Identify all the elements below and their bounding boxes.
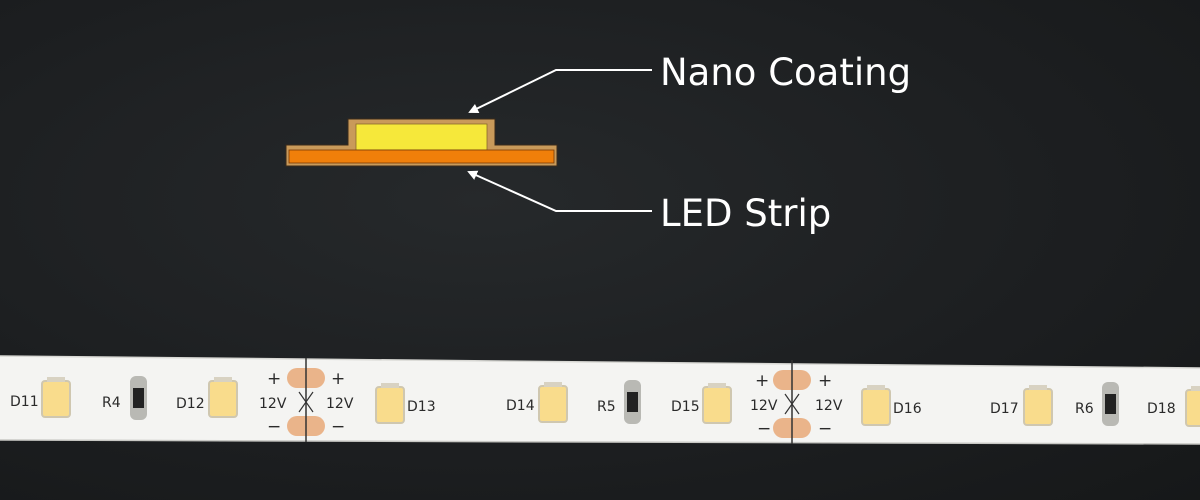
resistor-label: R5 <box>597 399 616 415</box>
nano-coating-label: Nano Coating <box>660 51 912 94</box>
led-label: D11 <box>10 394 39 410</box>
resistor <box>624 380 641 424</box>
voltage-label: 12V <box>259 396 287 412</box>
nano-coating-layer <box>355 123 488 151</box>
resistor-label: R6 <box>1075 401 1094 417</box>
resistor <box>130 376 147 420</box>
cut-point: + + 12V 12V − − <box>259 358 354 442</box>
led-chip <box>1023 385 1053 426</box>
led-label: D15 <box>671 399 700 415</box>
led-label: D14 <box>506 398 535 414</box>
polarity-minus: − <box>818 419 832 439</box>
led-chip <box>1185 386 1200 427</box>
polarity-plus: + <box>755 371 769 391</box>
led-chip <box>208 377 238 418</box>
cross-section <box>285 118 558 167</box>
led-chip <box>375 383 405 424</box>
led-label: D13 <box>407 399 436 415</box>
resistor <box>1102 382 1119 426</box>
voltage-label: 12V <box>750 398 778 414</box>
led-strip-photo: + + 12V 12V − − + + 12V 12V − − <box>0 355 1200 445</box>
cut-point: + + 12V 12V − − <box>750 360 843 444</box>
led-chip <box>861 385 891 426</box>
polarity-plus: + <box>818 371 832 391</box>
polarity-plus: + <box>331 369 345 389</box>
led-strip-label: LED Strip <box>660 192 832 235</box>
nano-coating-leader <box>468 69 652 113</box>
led-strip-layer <box>288 149 555 164</box>
polarity-minus: − <box>267 417 281 437</box>
led-chip <box>538 382 568 423</box>
polarity-minus: − <box>757 419 771 439</box>
led-chip <box>702 383 732 424</box>
led-label: D17 <box>990 401 1019 417</box>
resistor-label: R4 <box>102 395 121 411</box>
led-chip <box>41 377 71 418</box>
led-label: D12 <box>176 396 205 412</box>
polarity-plus: + <box>267 369 281 389</box>
led-strip-leader <box>467 170 652 212</box>
led-label: D16 <box>893 401 922 417</box>
voltage-label: 12V <box>326 396 354 412</box>
polarity-minus: − <box>331 417 345 437</box>
voltage-label: 12V <box>815 398 843 414</box>
led-label: D18 <box>1147 401 1176 417</box>
